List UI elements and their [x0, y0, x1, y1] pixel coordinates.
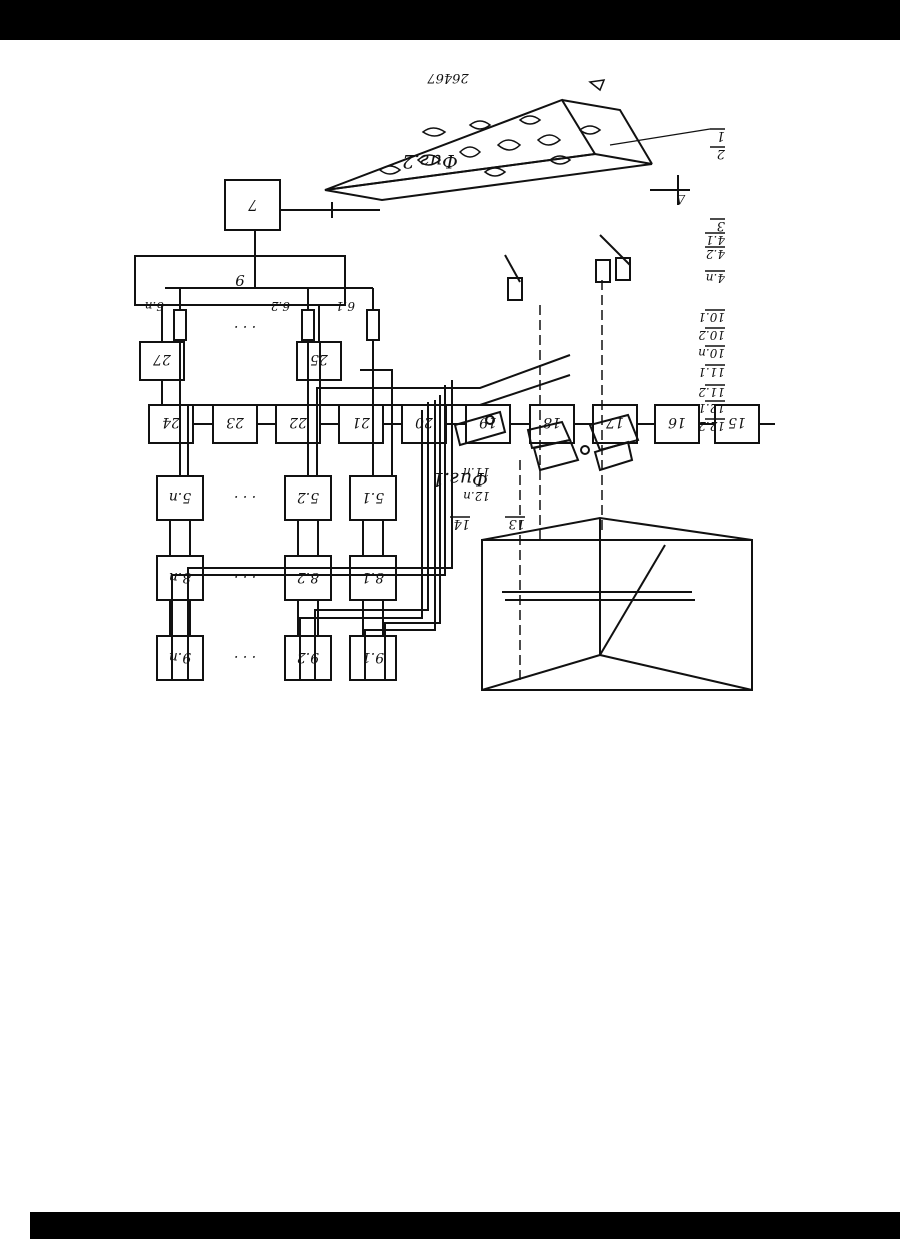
block-label: 5.n: [169, 489, 191, 505]
block-27: 27: [140, 342, 184, 380]
chain-block-23: 23: [213, 405, 257, 443]
ellipsis: · · ·: [234, 648, 256, 664]
chain-block-17: 17: [593, 405, 637, 443]
block-label: 24: [162, 414, 181, 430]
callout-label: 13: [508, 516, 525, 531]
chain-block-16: 16: [655, 405, 699, 443]
block-label: 20: [415, 414, 434, 430]
callout-label: 4.n: [706, 271, 726, 285]
block-label: 5.2: [297, 489, 319, 505]
callout-label: 4.2: [706, 247, 726, 261]
block-label: 27: [153, 351, 172, 367]
block-label: 9: [235, 271, 245, 289]
doc-number: 26467: [427, 70, 470, 85]
callout-label: 2: [717, 146, 726, 161]
chain-block-22: 22: [276, 405, 320, 443]
chain-block-24: 24: [149, 405, 193, 443]
block-9: 9: [135, 256, 345, 305]
delta-label: Δ: [676, 191, 686, 206]
callout-label: 10.2: [698, 328, 725, 342]
callout-label: 10.1: [698, 310, 725, 324]
callout-label: 12.2: [698, 419, 725, 433]
block-label: 8.2: [297, 569, 319, 585]
block-label: 22: [289, 414, 308, 430]
callout-label: 1: [717, 128, 725, 143]
resistor-6-n: [174, 310, 186, 340]
resistor-6-2: [302, 310, 314, 340]
block-label: 15: [728, 414, 746, 430]
block-label: 21: [352, 414, 371, 430]
block-7: 7: [225, 180, 280, 230]
block-label: 5.1: [362, 489, 384, 505]
callout-label: 10.n: [698, 346, 725, 360]
bottom-scan-band: [30, 1212, 900, 1239]
wire: [188, 375, 570, 476]
block-label: 25: [310, 351, 329, 367]
callout-label: 4.1: [706, 233, 726, 247]
figure-2-caption: Фиг.2: [402, 150, 458, 172]
callout-label: 11.2: [698, 385, 725, 399]
callout-label: 3: [717, 218, 725, 233]
callout-label: 12.n: [463, 489, 490, 503]
resistor-label: 6.n: [145, 299, 164, 313]
ellipsis: · · ·: [234, 488, 256, 504]
chain-block-21: 21: [339, 405, 383, 443]
callout-label: 12.1: [698, 401, 725, 415]
callout-label: 11.n: [463, 465, 490, 479]
ellipsis: · · ·: [234, 318, 256, 334]
resistor-label: 6.1: [336, 299, 355, 313]
wire: [385, 395, 440, 680]
callout-label: 11.1: [698, 365, 725, 379]
block-label: 16: [668, 414, 686, 430]
resistor-label: 6.2: [271, 299, 290, 313]
callout-label: 14: [453, 516, 470, 531]
top-scan-band: [0, 0, 900, 40]
sorting-plate: [325, 80, 690, 300]
block-label: 7: [248, 196, 258, 214]
container-box: [482, 518, 752, 690]
block-label: 23: [226, 414, 245, 430]
resistor-6-1: [367, 310, 379, 340]
block-label: 8.1: [362, 569, 384, 585]
